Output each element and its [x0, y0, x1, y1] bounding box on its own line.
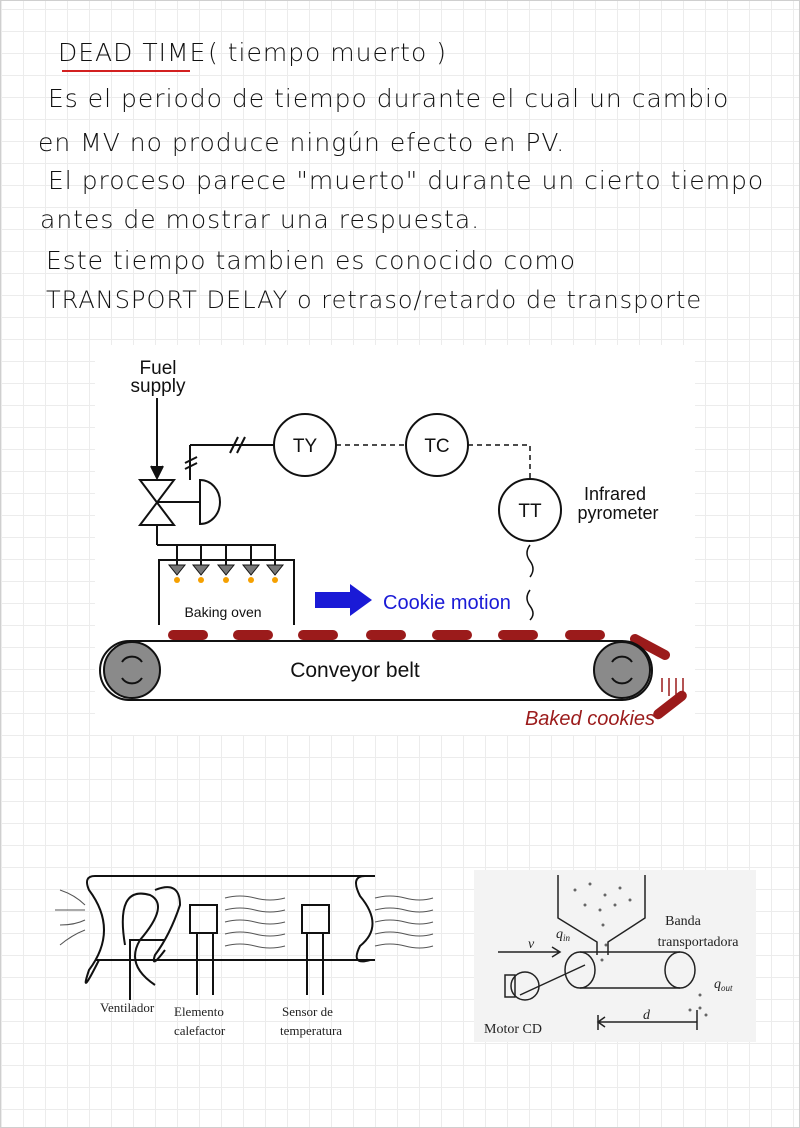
roller-right-icon	[593, 641, 651, 699]
hopper	[498, 875, 698, 1030]
oven-box	[158, 559, 295, 625]
notes-title: DEAD TIME	[58, 38, 207, 67]
pyrometer-label-1: Infrared	[584, 484, 646, 504]
note-line-6: TRANSPORT DELAY o retraso/retardo de tra…	[46, 286, 703, 314]
notes-title-paren: ( tiempo muerto )	[208, 38, 447, 67]
motor-label: Motor CD	[484, 1022, 542, 1037]
banda-label-2: transportadora	[658, 935, 740, 950]
note-line-3: El proceso parece "muerto" durante un ci…	[48, 166, 765, 195]
title-underline	[62, 70, 190, 72]
fuel-label-1: Fuel	[140, 358, 177, 379]
baked-cookies-label: Baked cookies	[525, 708, 655, 730]
valve-icon	[137, 479, 177, 526]
elemento-label-2: calefactor	[174, 1023, 226, 1038]
note-line-1: Es el periodo de tiempo durante el cual …	[48, 84, 730, 113]
motion-arrow-icon	[315, 584, 372, 616]
signal-lines	[336, 444, 531, 479]
q-in-label: qin	[556, 927, 571, 943]
roller-left-icon	[103, 641, 161, 699]
particles	[573, 882, 708, 1017]
note-line-2: en MV no produce ningún efecto en PV.	[38, 128, 566, 157]
cookies	[168, 630, 687, 720]
note-line-4: antes de mostrar una respuesta.	[40, 205, 481, 234]
tt-label: TT	[518, 501, 542, 522]
tt-instrument	[498, 478, 562, 542]
ventilador-label: Ventilador	[100, 1000, 155, 1015]
cookie-motion-label: Cookie motion	[383, 592, 511, 614]
conveyor-belt-label: Conveyor belt	[290, 659, 420, 682]
sensor-label-1: Sensor de	[282, 1004, 333, 1019]
sensor-label-2: temperatura	[280, 1023, 342, 1038]
banda-label-1: Banda	[665, 914, 702, 929]
infrared-wave	[526, 544, 534, 621]
fuel-label-2: supply	[131, 376, 186, 397]
note-line-5: Este tiempo tambien es conocido como	[46, 246, 577, 275]
heater-tunnel	[84, 875, 375, 1000]
burners	[167, 545, 285, 583]
airflow-arrows	[55, 889, 434, 949]
baking-oven-label: Baking oven	[184, 604, 261, 620]
actuator-icon	[199, 478, 221, 526]
conveyor-belt	[99, 640, 653, 701]
pyrometer-label-2: pyrometer	[577, 503, 658, 523]
belt-diagram-background	[474, 870, 756, 1042]
ty-label: TY	[293, 436, 318, 457]
d-label: d	[643, 1008, 651, 1023]
q-out-label: qout	[714, 977, 733, 993]
falling-lines	[661, 678, 684, 700]
tc-label: TC	[424, 436, 449, 457]
elemento-label-1: Elemento	[174, 1004, 224, 1019]
v-label: v	[528, 937, 535, 952]
